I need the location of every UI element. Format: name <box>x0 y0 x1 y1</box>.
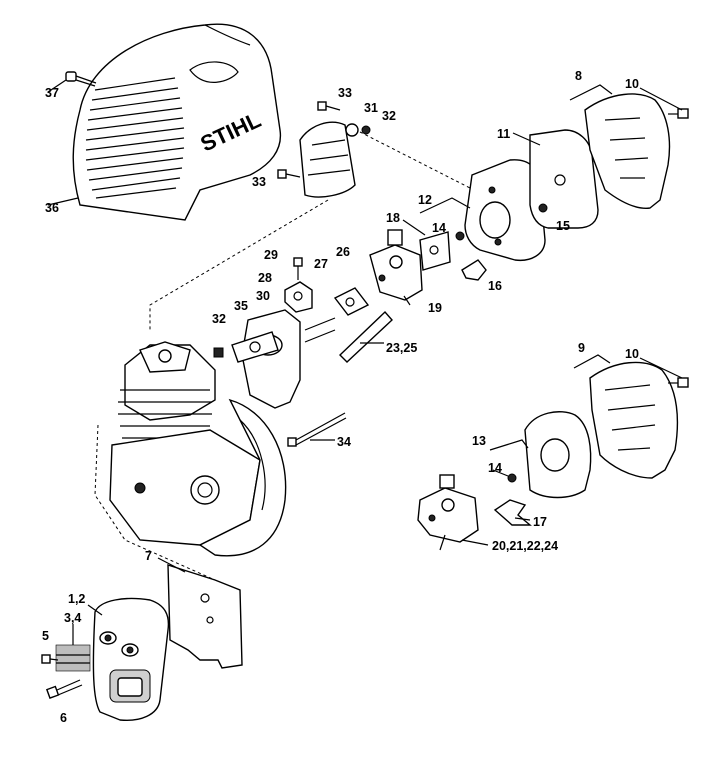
label-13: 13 <box>472 434 486 448</box>
label-12: 12 <box>418 193 432 207</box>
label-18: 18 <box>386 211 400 225</box>
intake-flange-30 <box>241 309 301 409</box>
fan-housing <box>198 398 287 557</box>
label-10b: 10 <box>625 347 639 361</box>
shroud-screw <box>65 71 97 87</box>
leader-18 <box>402 219 426 236</box>
nut-32-lower <box>213 347 224 358</box>
choke-lever-17 <box>493 499 532 526</box>
leader-37 <box>47 79 67 93</box>
manifold-nut <box>361 125 371 135</box>
engine-block <box>109 341 261 546</box>
choke-knob-16 <box>461 259 487 281</box>
label-35: 35 <box>234 299 248 313</box>
filter-cover-lower <box>589 361 679 479</box>
part-labels: 37 36 33 31 32 33 8 10 11 12 14 15 18 16… <box>42 69 639 725</box>
alignment-dash-engine <box>94 424 216 581</box>
label-29: 29 <box>264 248 278 262</box>
air-filter-element <box>529 129 599 229</box>
muffler <box>92 597 170 722</box>
label-36: 36 <box>45 201 59 215</box>
air-filter-base <box>464 159 546 262</box>
muffler-screw-6 <box>45 679 83 699</box>
filter-nut-15 <box>538 203 548 213</box>
nut-14-upper <box>455 231 465 241</box>
leader-10-lower <box>639 357 683 379</box>
label-14a: 14 <box>432 221 446 235</box>
carburetor-lower <box>417 474 479 551</box>
label-34: 34 <box>337 435 351 449</box>
label-8: 8 <box>575 69 582 83</box>
long-screw-34 <box>287 412 347 447</box>
filter-cover-upper <box>584 93 671 209</box>
baffle-plate <box>167 564 243 669</box>
label-33b: 33 <box>252 175 266 189</box>
label-30: 30 <box>256 289 270 303</box>
manifold-screw-top <box>317 101 341 111</box>
fuel-tube <box>338 310 393 363</box>
leader-13 <box>489 439 529 451</box>
leader-1-2 <box>87 604 103 616</box>
label-20-24: 20,21,22,24 <box>492 539 558 553</box>
screw-29 <box>293 257 303 280</box>
label-6: 6 <box>60 711 67 725</box>
carburetor-upper <box>369 229 423 306</box>
label-19: 19 <box>428 301 442 315</box>
alignment-dash-left <box>149 199 329 330</box>
intake-manifold <box>299 121 356 198</box>
label-26: 26 <box>336 245 350 259</box>
engine-shroud: STIHL <box>72 23 282 221</box>
label-32b: 32 <box>212 312 226 326</box>
label-27: 27 <box>314 257 328 271</box>
leader-14-lower <box>492 469 509 477</box>
gasket-26 <box>333 287 370 316</box>
label-32a: 32 <box>382 109 396 123</box>
label-37: 37 <box>45 86 59 100</box>
label-10a: 10 <box>625 77 639 91</box>
clamp-28 <box>284 281 313 313</box>
muffler-screw-5 <box>41 654 59 664</box>
label-9: 9 <box>578 341 585 355</box>
label-28: 28 <box>258 271 272 285</box>
cover-screw-lower <box>668 377 689 388</box>
manifold-screw-left <box>277 169 301 179</box>
leader-7 <box>157 557 186 573</box>
spark-arrestor-screen <box>55 644 91 672</box>
label-14b: 14 <box>488 461 502 475</box>
screw-27 <box>304 317 336 343</box>
alignment-dash-upper <box>359 131 471 189</box>
leader-10-upper <box>639 87 683 111</box>
label-7: 7 <box>145 549 152 563</box>
label-5: 5 <box>42 629 49 643</box>
label-11: 11 <box>497 127 510 141</box>
leader-8 <box>569 84 613 101</box>
leader-11 <box>512 132 541 146</box>
gasket-18 <box>419 231 451 271</box>
label-33a: 33 <box>338 86 352 100</box>
label-31: 31 <box>364 101 378 115</box>
gasket-35 <box>231 331 279 363</box>
label-1-2: 1,2 <box>68 592 85 606</box>
cover-screw-upper <box>668 108 689 119</box>
leader-12 <box>419 197 471 214</box>
filter-base-lower <box>524 411 592 499</box>
label-16: 16 <box>488 279 502 293</box>
nut-14-lower <box>507 473 517 483</box>
leader-20 <box>461 539 489 546</box>
label-15: 15 <box>556 219 570 233</box>
label-3-4: 3,4 <box>64 611 81 625</box>
label-17: 17 <box>533 515 547 529</box>
leader-9 <box>573 354 611 369</box>
manifold-clip <box>345 123 359 137</box>
leader-17 <box>514 517 531 521</box>
label-23-25: 23,25 <box>386 341 417 355</box>
leader-36 <box>47 197 79 206</box>
